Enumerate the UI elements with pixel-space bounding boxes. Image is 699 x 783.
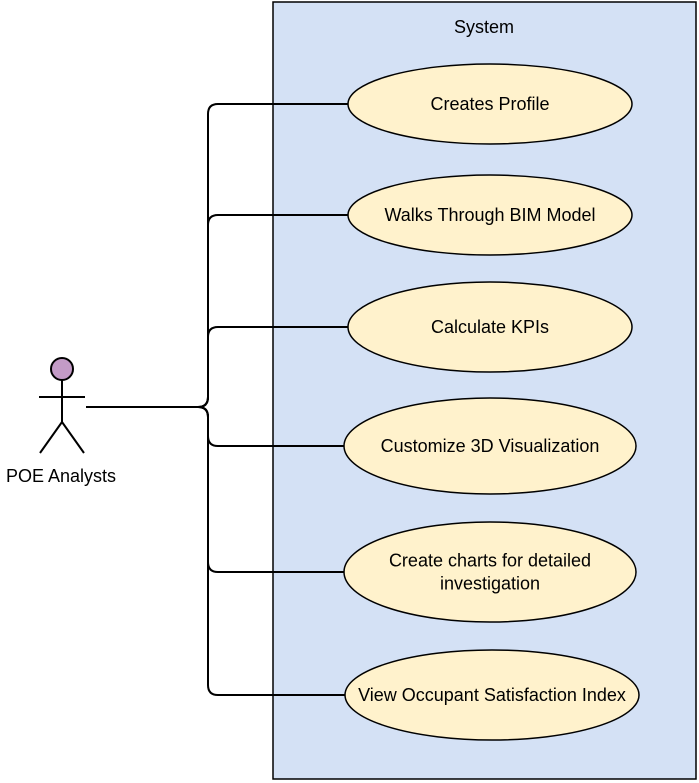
use-case-ellipse: [343, 521, 637, 623]
use-case-label: Customize 3D Visualization: [381, 436, 600, 456]
use-case-label: Calculate KPIs: [431, 317, 549, 337]
use-case-label: Walks Through BIM Model: [384, 205, 595, 225]
actor-left-leg: [39, 421, 63, 454]
connector-lines: [86, 103, 348, 696]
use-case-ellipse: [343, 397, 637, 495]
actor-head: [50, 357, 74, 381]
use-case-label: Create charts for detailed: [389, 551, 591, 571]
actor: POE Analysts: [6, 357, 116, 486]
connector-line: [197, 406, 345, 696]
connector-line: [197, 326, 348, 408]
use-case-ellipse: [347, 281, 633, 373]
use-case-label: View Occupant Satisfaction Index: [358, 685, 626, 705]
actor-label: POE Analysts: [6, 466, 116, 486]
use-case-ellipse: [347, 174, 633, 256]
actor-right-leg: [61, 421, 85, 454]
use-case-ellipse: [347, 63, 633, 145]
use-case-label: Creates Profile: [430, 94, 549, 114]
use-case-ellipse: [344, 649, 640, 741]
system-title: System: [454, 17, 514, 37]
use-case-label: investigation: [440, 574, 540, 594]
